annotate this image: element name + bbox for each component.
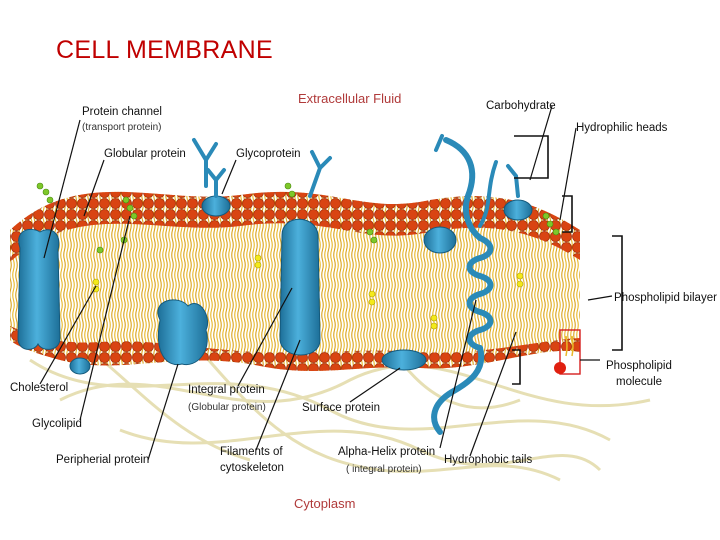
hydrophobic-tails-label: Hydrophobic tails	[444, 454, 533, 466]
carbohydrate-label: Carbohydrate	[486, 100, 556, 112]
leader-lines	[39, 105, 613, 461]
alpha-helix-protein	[431, 137, 498, 435]
glycoprotein-label: Glycoprotein	[236, 148, 301, 160]
surface-protein-top	[423, 226, 457, 254]
globular-protein-right	[503, 199, 533, 221]
cytoskeleton-filaments	[29, 348, 651, 482]
integral-protein-sub-label: (Globular protein)	[188, 402, 266, 413]
integral-protein-label: Integral protein	[188, 384, 265, 396]
phospholipid-molecule-label-line2: molecule	[616, 376, 663, 388]
protein-channel-label: Protein channel	[82, 106, 162, 118]
phospholipid-molecule-label-line1: Phospholipid	[606, 360, 672, 372]
globular-protein	[201, 195, 231, 217]
protein-channel	[17, 228, 61, 350]
alpha-helix-label: Alpha-Helix protein	[338, 446, 436, 458]
peripheral-protein	[69, 357, 91, 375]
globular-protein-label: Globular protein	[104, 148, 186, 160]
cytoplasm-label: Cytoplasm	[294, 496, 356, 511]
protein-channel-sub-label: (transport protein)	[82, 122, 162, 133]
phospholipid-bilayer-label: Phospholipid bilayer	[614, 292, 717, 304]
membrane-proteins	[17, 195, 533, 375]
glycolipid-label: Glycolipid	[32, 418, 82, 430]
phospholipid-molecule	[554, 329, 581, 375]
diagram-title: CELL MEMBRANE	[56, 36, 273, 64]
filaments-label-line2: cytoskeleton	[220, 462, 284, 474]
alpha-helix-sub-label: ( integral protein)	[346, 464, 422, 475]
carbohydrate-chains	[192, 134, 520, 198]
integral-protein-globular	[157, 299, 208, 366]
integral-protein-large	[279, 218, 321, 356]
hydrophilic-heads-label: Hydrophilic heads	[576, 122, 668, 134]
filaments-label-line1: Filaments of	[220, 446, 283, 458]
cholesterol-label: Cholesterol	[10, 382, 69, 394]
surface-protein-bottom	[381, 349, 427, 371]
extracellular-fluid-label: Extracellular Fluid	[298, 91, 402, 106]
surface-protein-label: Surface protein	[302, 402, 380, 414]
peripheral-protein-label: Peripherial protein	[56, 454, 150, 466]
